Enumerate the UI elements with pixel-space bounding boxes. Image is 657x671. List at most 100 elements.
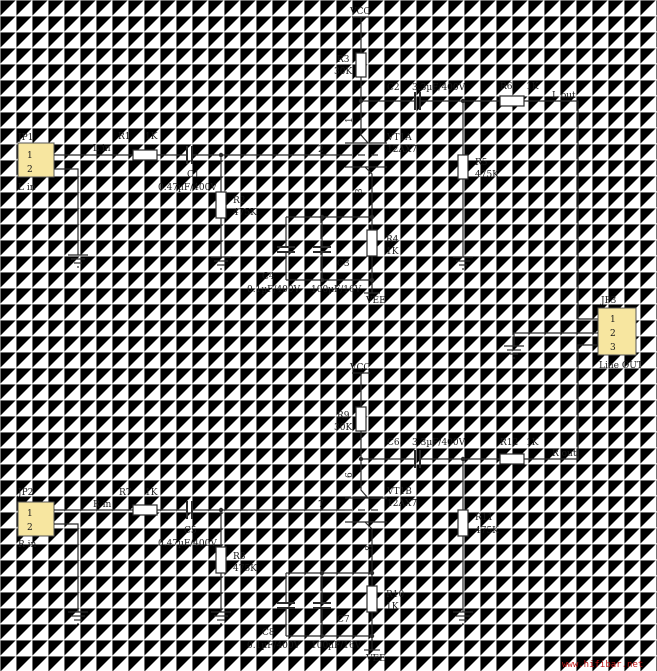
r1-ref: R1 — [118, 132, 131, 142]
jp3-pin3-label: 3 — [610, 343, 616, 353]
jp3-connector[interactable] — [597, 307, 637, 356]
vt1b-plate-pin: 6 — [345, 472, 355, 478]
junction-cathode-bot-1b — [369, 277, 375, 283]
vee-label-2: VEE — [365, 654, 386, 664]
r10-resistor[interactable] — [366, 585, 378, 613]
r2-resistor[interactable] — [215, 191, 227, 219]
r4-resistor[interactable] — [366, 229, 378, 257]
l-in-net-label: L in — [93, 144, 111, 154]
ground-symbol-jp2 — [68, 611, 88, 625]
jp2-label: R in — [18, 540, 37, 550]
r9-ref: R9 — [337, 411, 350, 421]
r4-value: 1K — [386, 247, 399, 257]
ground-symbol-r8 — [211, 611, 231, 625]
ground-symbol-r11 — [453, 611, 473, 625]
r7-ref: R7 — [119, 488, 132, 498]
r7-value: 1K — [145, 488, 158, 498]
jp3-ref: JP3 — [600, 296, 617, 306]
watermark: www.hifibar.net — [562, 660, 643, 670]
vt1a-grid-pin: 2 — [318, 145, 324, 155]
r5-resistor[interactable] — [457, 154, 469, 180]
r5-value: 475K — [475, 170, 499, 180]
vee-label-1: VEE — [365, 296, 386, 306]
r8-value: 475K — [233, 564, 257, 574]
r-out-wire — [524, 344, 598, 460]
r12-resistor[interactable] — [499, 453, 525, 465]
r8-ref: R8 — [233, 552, 246, 562]
r3-resistor[interactable] — [355, 52, 367, 78]
junction-cathode-bot-2b — [369, 633, 375, 639]
output-connector: JP3 1 2 3 Line OUT — [504, 296, 643, 371]
c6-value: 3.3µF/400V — [412, 438, 466, 448]
jp3-ground-wire — [513, 332, 598, 346]
c1-value: 0.47µF/400V — [158, 183, 217, 193]
r11-resistor[interactable] — [457, 509, 469, 537]
c8-value: 0.1µF/400V — [247, 641, 301, 651]
channel-right: JP2 1 2 R in R in R7 1K C5 0.47µF/400V 7… — [17, 344, 598, 664]
r9-resistor[interactable] — [355, 406, 367, 432]
c5-value: 0.47µF/400V — [158, 539, 217, 549]
l-out-net-label: L out — [552, 91, 576, 101]
c7-value: 100µF/16V — [311, 641, 362, 651]
r6-value: 1K — [526, 82, 539, 92]
r3-ref: R3 — [337, 55, 350, 65]
jp1-pin2-label: 2 — [27, 165, 33, 175]
jp2-ground-wire — [54, 523, 79, 612]
vt1b-grid-pin: 7 — [318, 500, 324, 510]
plate-wire-2 — [360, 431, 369, 499]
r1-value: 1K — [145, 132, 158, 142]
r6-ref: R6 — [500, 82, 513, 92]
c2-value: 3.3µF/400V — [412, 83, 466, 93]
r1-resistor[interactable] — [132, 149, 158, 161]
jp3-pin1-label: 1 — [610, 315, 616, 325]
c3-ref: C3 — [337, 259, 350, 269]
vt1a-triode[interactable] — [345, 142, 387, 168]
c3-value: 100µF/16V — [311, 285, 362, 295]
r5-ref: R5 — [475, 158, 488, 168]
vt1a-plate-pin: 1 — [345, 117, 355, 123]
jp1-label: L in — [18, 183, 36, 193]
ground-symbol-jp3 — [504, 345, 524, 359]
r11-ref: R11 — [475, 513, 493, 523]
c2-ref: C2 — [387, 83, 400, 93]
jp3-pin2-label: 2 — [610, 329, 616, 339]
cathode-wire-1 — [364, 166, 373, 230]
vt1a-ref: VT1A — [386, 133, 412, 143]
junction-cathode-bot-2a — [319, 633, 325, 639]
r8-resistor[interactable] — [215, 546, 227, 574]
r-in-net-label: R in — [93, 500, 112, 510]
jp2-pin2-label: 2 — [27, 523, 33, 533]
jp1-connector[interactable] — [17, 142, 55, 178]
jp1-pin1-label: 1 — [27, 151, 33, 161]
r7-resistor[interactable] — [132, 504, 158, 516]
r10-value: 1K — [386, 602, 399, 612]
r2-value: 475K — [233, 208, 257, 218]
ground-symbol-r2 — [211, 256, 231, 270]
junction-cathode-top-2b — [369, 570, 375, 576]
r10-ref: R10 — [386, 590, 405, 600]
r-out-net-label: R out — [552, 449, 577, 459]
c4-ref: C4 — [262, 272, 275, 282]
r3-value: 30K — [334, 67, 352, 77]
r2-ref: R2 — [233, 196, 246, 206]
vt1b-triode[interactable] — [345, 497, 387, 523]
jp3-label: Line OUT — [599, 361, 643, 371]
c5-ref: C5 — [184, 526, 197, 536]
r11-value: 475K — [475, 526, 499, 536]
c1-ref: C1 — [187, 170, 200, 180]
r4-ref: R4 — [386, 235, 399, 245]
c6-ref: C6 — [387, 438, 400, 448]
jp2-ref: JP2 — [17, 488, 33, 498]
vt1b-cathode-pin: 8 — [365, 545, 375, 551]
cathode-wire-2 — [364, 521, 373, 586]
ground-symbol-r5 — [453, 256, 473, 270]
c8-ref: C8 — [262, 628, 275, 638]
r6-resistor[interactable] — [499, 95, 525, 107]
jp2-connector[interactable] — [17, 501, 55, 537]
r12-ref: R12 — [500, 438, 518, 448]
vcc-label-2: VCC — [349, 363, 370, 373]
jp1-ground-wire — [54, 168, 79, 255]
junction-cathode-top-1b — [369, 214, 375, 220]
vt1a-type: 12AX7 — [387, 145, 417, 155]
vt1b-ref: VT1B — [386, 487, 412, 497]
